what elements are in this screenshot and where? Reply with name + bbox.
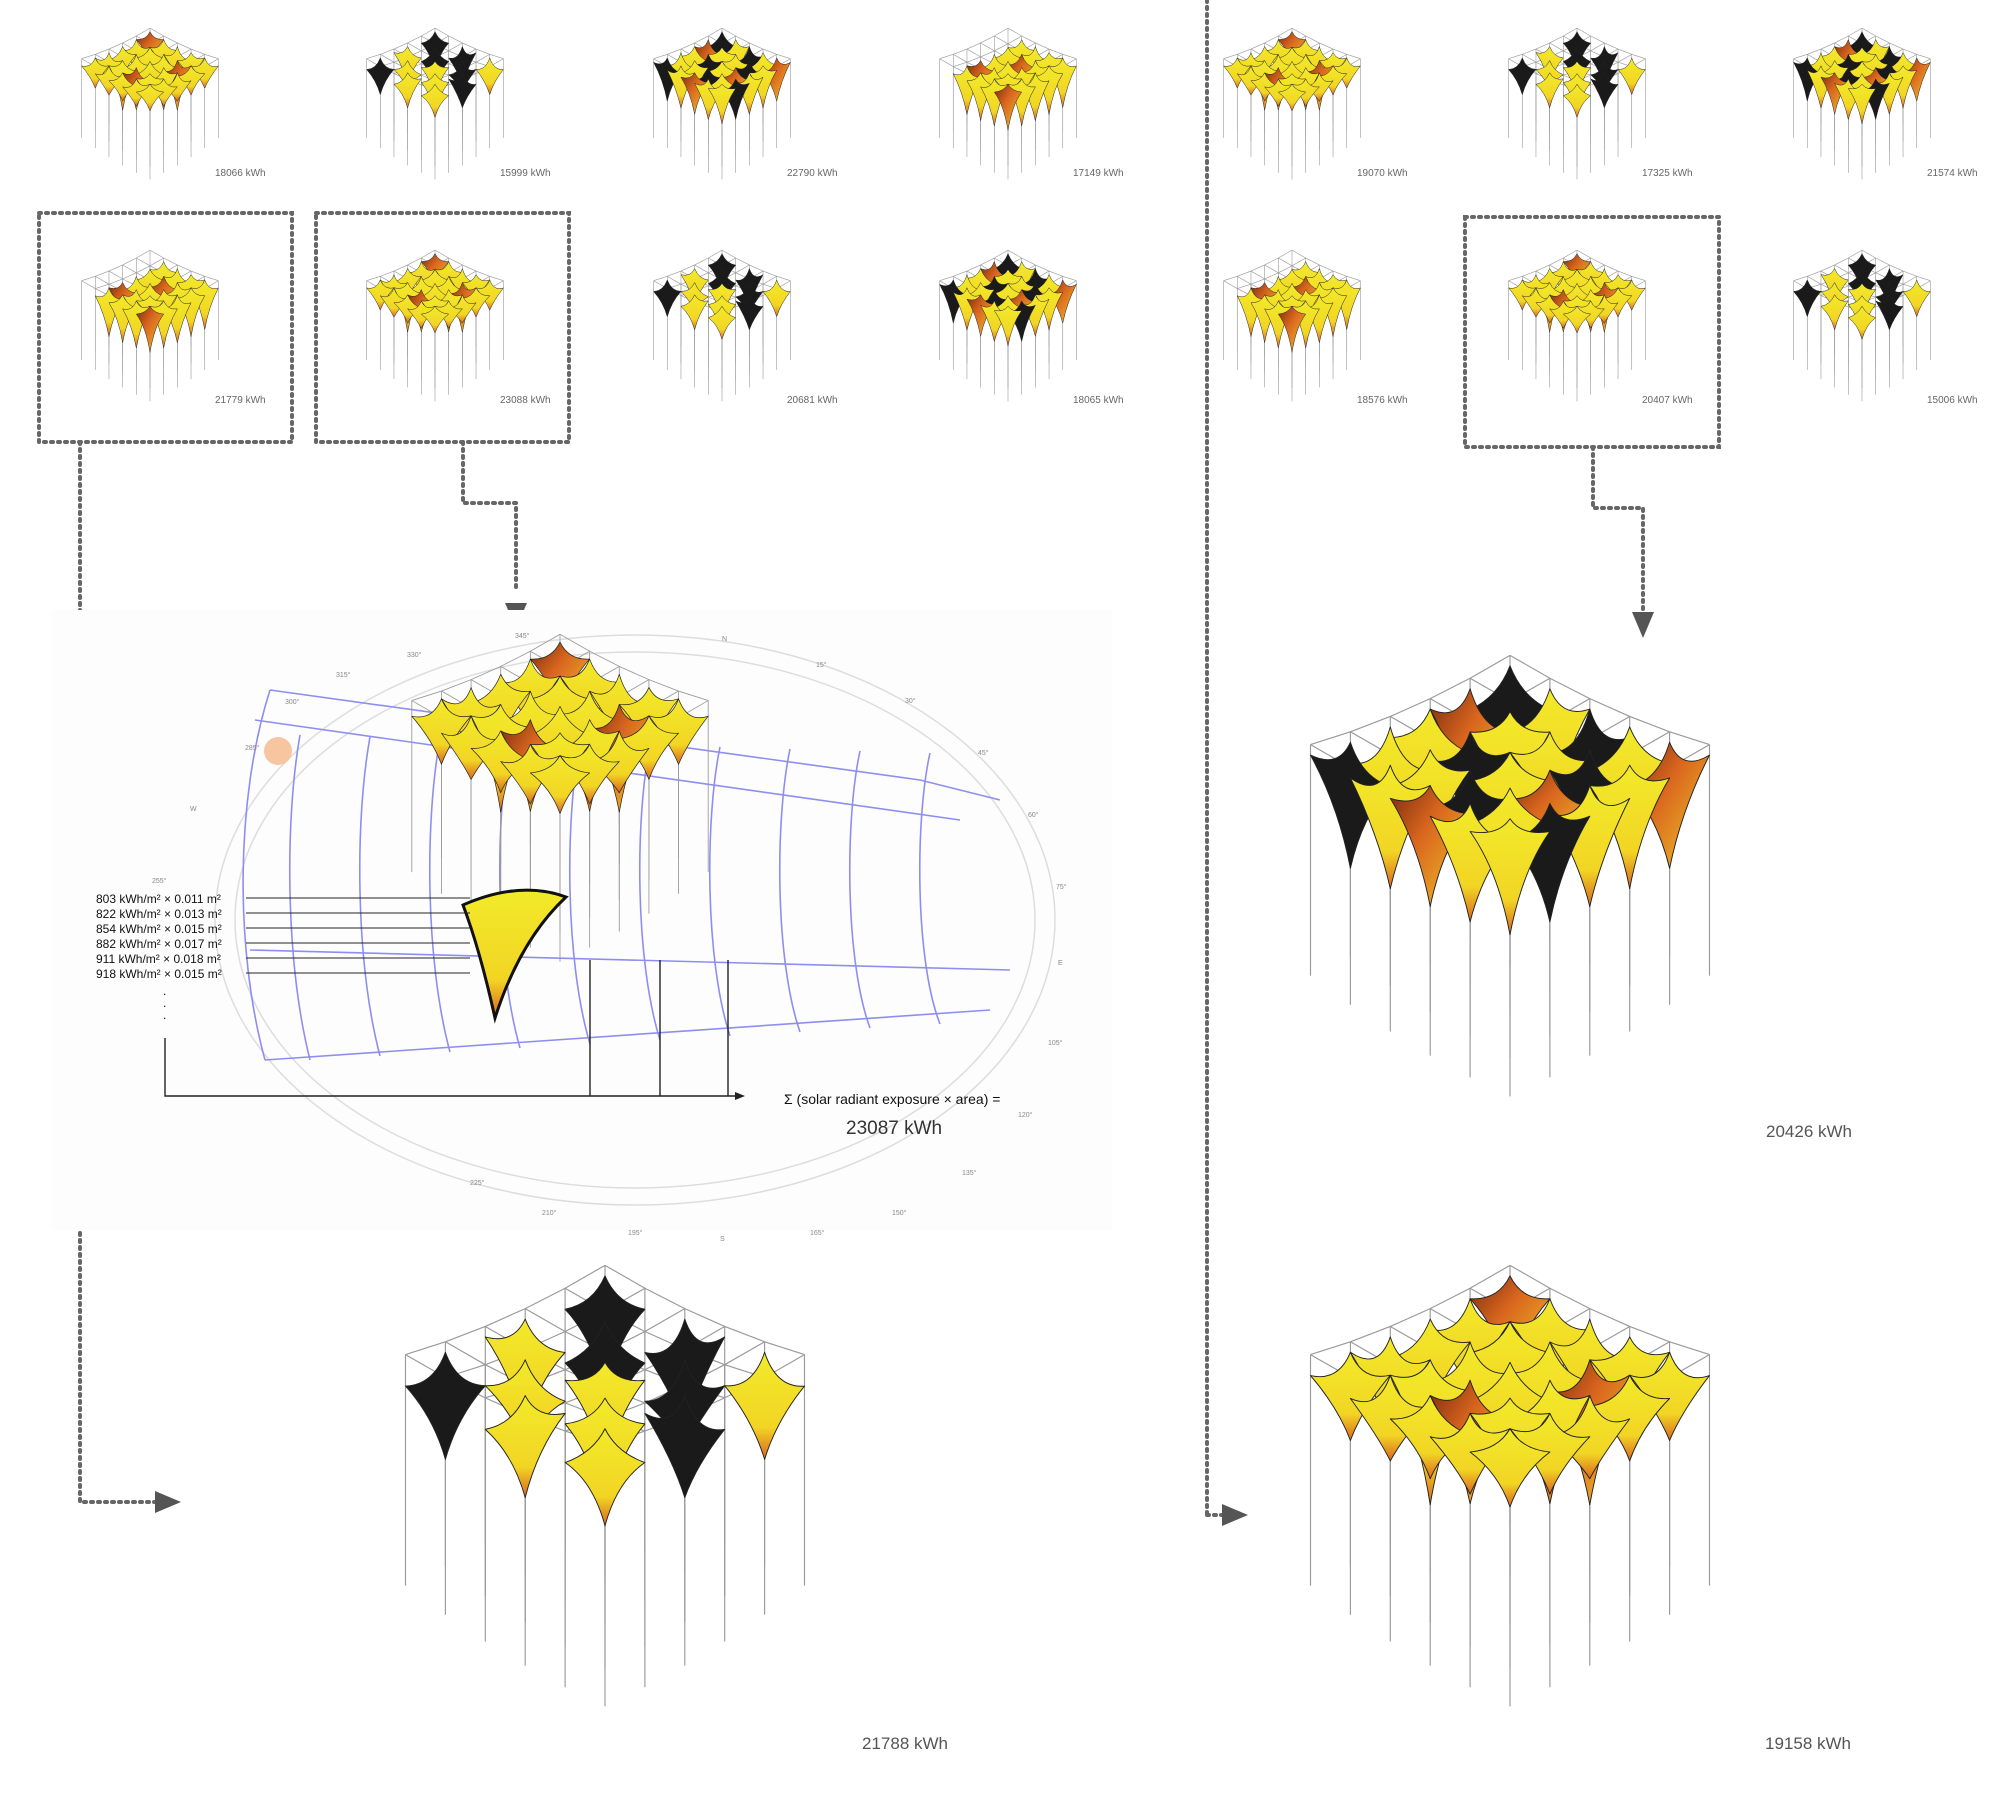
thumbnail-label: 20407 kWh [1642,395,1693,406]
canopy-thumbnail-icon [1794,250,1931,401]
compass-direction-label: 45° [978,750,989,757]
compass-direction-label: 120° [1018,1112,1032,1119]
canopy-panel [394,73,421,108]
thumbnail-label: 15999 kWh [500,168,551,179]
canopy-thumbnail-icon [940,250,1077,401]
highlight-frame-20407 [1465,217,1719,447]
canopy-panel [1536,73,1563,108]
connector-20407 [1593,447,1643,612]
compass-direction-label: 345° [515,633,529,640]
sun-icon [264,737,292,765]
compass-direction-label: S [720,1236,725,1243]
compass-direction-label: N [722,636,727,643]
thumbnail-label: 20681 kWh [787,395,838,406]
canopy-thumbnail-icon [367,250,504,401]
compass-direction-label: 330° [407,652,421,659]
compass-direction-label: 135° [962,1170,976,1177]
compass-direction-label: 255° [152,878,166,885]
canopy-thumbnail-icon [1224,250,1361,401]
compass-direction-label: 300° [285,699,299,706]
equation-line: 854 kWh/m² × 0.015 m² [96,922,222,936]
thumbnail-label: 19070 kWh [1357,168,1408,179]
canopy-thumbnail-icon [654,250,791,401]
arrow-right-icon [155,1491,181,1513]
canopy-thumbnail-icon [654,28,791,179]
compass-direction-label: 285° [245,745,259,752]
canopy-icon [1311,1265,1710,1706]
canopy-panel [1563,84,1590,117]
canopy-thumbnail-icon [1509,250,1646,401]
canopy-thumbnail-icon [82,250,219,401]
canopy-panel [1821,295,1848,330]
canopy-panel [565,1429,645,1526]
thumbnail-label: 17149 kWh [1073,168,1124,179]
thumbnail-label: 15006 kWh [1927,395,1978,406]
canopy-large-label: 20426 kWh [1766,1122,1852,1142]
arrow-right-icon [1222,1504,1248,1526]
canopy-thumbnail-icon [940,28,1077,179]
canopy-large-label: 21788 kWh [862,1734,948,1754]
arrow-down-icon [1632,612,1654,638]
canopy-panel [708,306,735,339]
sum-value: 23087 kWh [846,1118,942,1140]
thumbnail-label: 17325 kWh [1642,168,1693,179]
highlight-frame-23088 [316,213,569,442]
canopy-icon [406,1265,805,1706]
thumbnail-label: 18065 kWh [1073,395,1124,406]
canopy-icon [1311,655,1710,1096]
thumbnail-label: 22790 kWh [787,168,838,179]
compass-direction-label: 105° [1048,1040,1062,1047]
thumbnail-label: 21779 kWh [215,395,266,406]
compass-direction-label: W [190,806,197,813]
canopy-panel [421,84,448,117]
connector-23088 [463,442,516,592]
thumbnail-label: 23088 kWh [500,395,551,406]
compass-direction-label: 150° [892,1210,906,1217]
compass-direction-label: 165° [810,1230,824,1237]
thumbnail-label: 18576 kWh [1357,395,1408,406]
canopy-panel [1848,306,1875,339]
compass-direction-label: 15° [816,662,827,669]
compass-direction-label: 30° [905,698,916,705]
canopy-thumbnail-icon [1224,28,1361,179]
compass-direction-label: 210° [542,1210,556,1217]
canopy-thumbnail-icon [1794,28,1931,179]
canopy-panel [681,295,708,330]
thumbnail-label: 21574 kWh [1927,168,1978,179]
equation-line: 882 kWh/m² × 0.017 m² [96,937,222,951]
ellipsis-dot: . [163,1008,166,1022]
thumbnail-label: 18066 kWh [215,168,266,179]
canopy-thumbnail-icon [367,28,504,179]
compass-direction-label: 195° [628,1230,642,1237]
compass-direction-label: 315° [336,672,350,679]
canopy-panel [485,1396,565,1498]
compass-direction-label: 60° [1028,812,1039,819]
canopy-thumbnail-icon [1509,28,1646,179]
compass-direction-label: 75° [1056,884,1067,891]
canopy-thumbnail-icon [82,28,219,179]
compass-direction-label: E [1058,960,1063,967]
compass-direction-label: 225° [470,1180,484,1187]
equation-line: 911 kWh/m² × 0.018 m² [96,952,221,966]
equation-line: 822 kWh/m² × 0.013 m² [96,907,222,921]
equation-line: 918 kWh/m² × 0.015 m² [96,967,222,981]
equation-line: 803 kWh/m² × 0.011 m² [96,892,221,906]
canopy-large-label: 19158 kWh [1765,1734,1851,1754]
sum-formula: Σ (solar radiant exposure × area) = [784,1091,1000,1107]
